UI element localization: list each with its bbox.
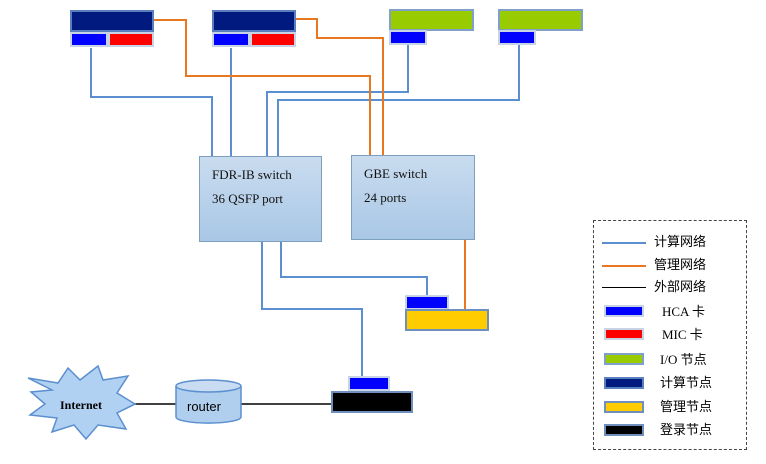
router-shape	[175, 379, 242, 424]
gbe-switch-name: GBE switch	[364, 166, 428, 181]
io-node-2	[498, 9, 583, 31]
external-network-line-icon	[602, 287, 646, 288]
legend-item-management-network: 管理网络	[594, 256, 748, 276]
legend-label: 登录节点	[660, 423, 713, 438]
management-node	[405, 309, 489, 331]
legend-item-hca-card: HCA 卡	[594, 302, 748, 322]
legend-item-external-network: 外部网络	[594, 278, 748, 298]
hca-card-swatch-icon	[604, 305, 644, 317]
link-fdr-mgmt	[280, 241, 428, 296]
legend-label: 管理节点	[660, 400, 713, 415]
internet-label: Internet	[60, 398, 102, 412]
io-node-2-hca-card	[498, 30, 536, 45]
legend-label: HCA 卡	[662, 304, 705, 319]
login-node-swatch-icon	[604, 424, 644, 436]
link-mgmt-compute1	[153, 19, 371, 155]
management-network-line-icon	[602, 265, 646, 267]
fdr-ib-switch: FDR-IB switch 36 QSFP port	[199, 156, 322, 242]
legend-label: I/O 节点	[660, 352, 707, 367]
gbe-switch-ports: 24 ports	[364, 190, 407, 205]
legend-label: 计算节点	[660, 376, 713, 391]
router-label: router	[187, 399, 222, 414]
fdr-switch-ports: 36 QSFP port	[212, 191, 284, 206]
management-node-hca-card	[405, 295, 449, 310]
compute-node-1	[70, 10, 154, 32]
legend-label: 外部网络	[654, 280, 707, 295]
link-io1-fdr	[266, 33, 409, 157]
legend-item-management-node: 管理节点	[594, 398, 748, 418]
compute-node-2-mic-card	[250, 32, 296, 47]
compute-node-2	[212, 10, 296, 32]
link-fdr-login	[261, 241, 363, 377]
internet-cloud-shape	[27, 364, 137, 441]
io-node-swatch-icon	[604, 353, 644, 365]
legend-label: 管理网络	[654, 258, 707, 273]
legend-label: MIC 卡	[662, 327, 703, 342]
compute-node-1-hca-card	[70, 32, 108, 47]
legend: 计算网络 管理网络 外部网络 HCA 卡 MIC 卡 I/O 节点 计算节点	[593, 220, 747, 450]
link-mgmt-compute2	[296, 18, 384, 155]
compute-network-line-icon	[602, 242, 646, 244]
gbe-switch: GBE switch 24 ports	[351, 155, 475, 240]
compute-node-1-mic-card	[108, 32, 154, 47]
compute-node-swatch-icon	[604, 377, 644, 389]
io-node-1	[389, 9, 474, 31]
legend-label: 计算网络	[654, 235, 707, 250]
io-node-1-hca-card	[389, 30, 427, 45]
legend-item-login-node: 登录节点	[594, 421, 748, 441]
legend-item-compute-network: 计算网络	[594, 233, 748, 253]
link-io2-fdr	[277, 33, 520, 157]
login-node	[331, 391, 413, 413]
management-node-swatch-icon	[604, 401, 644, 413]
link-compute1-fdr	[90, 48, 213, 157]
login-node-hca-card	[348, 376, 390, 391]
link-gbe-mgmt	[464, 239, 488, 311]
compute-node-2-hca-card	[212, 32, 250, 47]
legend-item-compute-node: 计算节点	[594, 374, 748, 394]
legend-item-mic-card: MIC 卡	[594, 325, 748, 345]
mic-card-swatch-icon	[604, 328, 644, 340]
fdr-switch-name: FDR-IB switch	[212, 167, 292, 182]
legend-item-io-node: I/O 节点	[594, 350, 748, 370]
